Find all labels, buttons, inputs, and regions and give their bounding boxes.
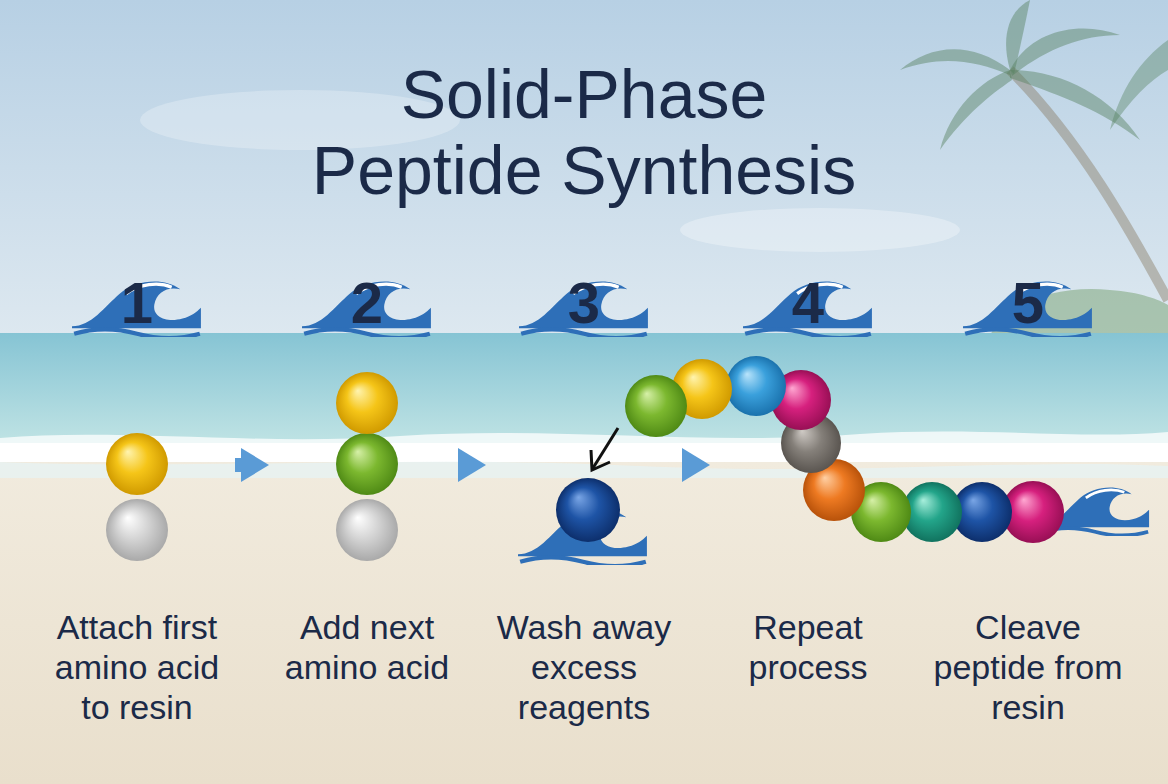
amino-acid-ball	[336, 433, 398, 495]
step-column: 1Attach first amino acid to resin	[39, 268, 235, 738]
step-column: 3Wash away excess reagents	[486, 268, 682, 738]
amino-acid-ball	[106, 433, 168, 495]
step-caption: Repeat process	[710, 607, 906, 687]
flow-arrow	[235, 458, 249, 472]
amino-acid-ball	[556, 478, 620, 542]
step-number: 5	[930, 268, 1126, 338]
pointer-arrow	[593, 428, 618, 468]
step-caption: Wash away excess reagents	[486, 607, 682, 727]
step-caption: Attach first amino acid to resin	[39, 607, 235, 727]
amino-acid-ball	[336, 372, 398, 434]
palm-leaf	[1006, 0, 1030, 74]
palm-leaf	[940, 70, 1012, 150]
step-column: 4Repeat process	[710, 268, 906, 738]
sand	[0, 462, 1168, 784]
cloud	[680, 208, 960, 252]
step-number: 1	[39, 268, 235, 338]
flow-arrow	[682, 458, 690, 472]
resin-bead	[336, 499, 398, 561]
amino-acid-ball	[726, 356, 786, 416]
palm-leaf	[1110, 40, 1168, 130]
pointer-arrow-head	[591, 450, 610, 470]
step-number: 3	[486, 268, 682, 338]
diagram-title: Solid-Phase Peptide Synthesis	[294, 56, 874, 208]
sea	[0, 333, 1168, 443]
amino-acid-ball	[625, 375, 687, 437]
flow-arrow	[465, 458, 466, 472]
resin-bead	[106, 499, 168, 561]
palm-leaf	[1010, 28, 1120, 76]
step-caption: Cleave peptide from resin	[930, 607, 1126, 727]
step-number: 4	[710, 268, 906, 338]
step-number: 2	[269, 268, 465, 338]
step-column: 2Add next amino acid	[269, 268, 465, 738]
wet-sand	[0, 462, 1168, 478]
step-caption: Add next amino acid	[269, 607, 465, 687]
step-column: 5Cleave peptide from resin	[930, 268, 1126, 738]
palm-trunk	[1010, 70, 1168, 300]
palm-leaf	[900, 49, 1010, 75]
